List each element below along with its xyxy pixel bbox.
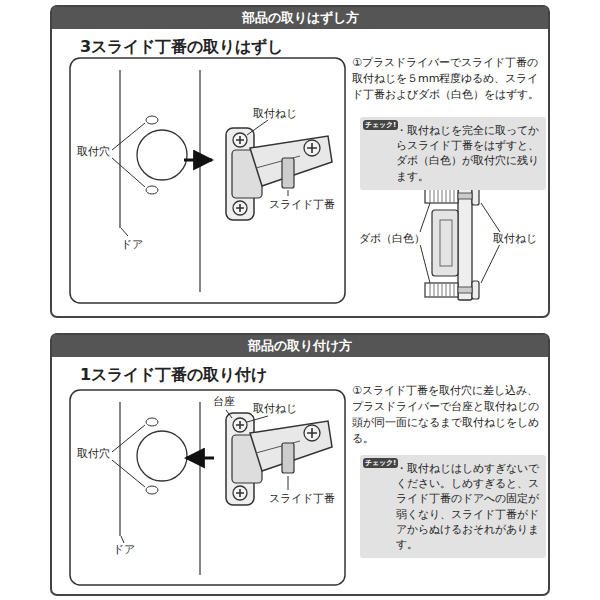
part-label: 取付穴 xyxy=(76,145,111,158)
part-label: ドア xyxy=(120,238,144,251)
section-header: 部品の取り付け方 xyxy=(52,335,548,357)
part-label: スライド丁番 xyxy=(268,492,336,505)
part-label: 取付ねじ xyxy=(492,232,538,245)
instruction-text: ①スライド丁番を取付穴に差し込み、プラスドライバーで台座と取付ねじの頭が同一面に… xyxy=(352,383,544,447)
part-label: 取付ねじ xyxy=(252,402,298,415)
step-heading: 3スライド丁番の取りはずし xyxy=(80,37,283,58)
part-label: スライド丁番 xyxy=(268,198,336,211)
check-tag: チェック! xyxy=(363,458,398,468)
step-heading: 1スライド丁番の取り付け xyxy=(80,365,267,386)
part-label: 取付ねじ xyxy=(252,107,298,120)
part-label: 取付穴 xyxy=(76,447,111,460)
part-label: ダボ（白色） xyxy=(358,232,426,245)
part-label: 台座 xyxy=(212,395,236,408)
check-tag: チェック! xyxy=(363,120,398,130)
check-note-box: チェック!・取付ねじを完全に取ってからスライド丁番をはずすと、ダボ（白色）が取付… xyxy=(360,117,546,190)
instruction-panel: 部品の取り付け方 1スライド丁番の取り付け ①スライド丁番を取付穴に差し込み、プラス… xyxy=(50,333,550,596)
section-header: 部品の取りはずし方 xyxy=(52,7,548,29)
instruction-panel: 部品の取りはずし方 3スライド丁番の取りはずし ①プラスドライバーでスライド丁番の取… xyxy=(50,5,550,318)
part-label: ドア xyxy=(112,543,136,556)
note-text: ・取付ねじを完全に取ってからスライド丁番をはずすと、ダボ（白色）が取付穴に残りま… xyxy=(396,123,540,184)
instruction-text: ①プラスドライバーでスライド丁番の取付ねじを５mm程度ゆるめ、スライド丁番および… xyxy=(352,55,544,103)
check-note-box: チェック!・取付ねじはしめすぎないでください。しめすぎると、スライド丁番のドアへ… xyxy=(360,455,546,558)
note-text: ・取付ねじはしめすぎないでください。しめすぎると、スライド丁番のドアへの固定が弱… xyxy=(396,461,540,552)
